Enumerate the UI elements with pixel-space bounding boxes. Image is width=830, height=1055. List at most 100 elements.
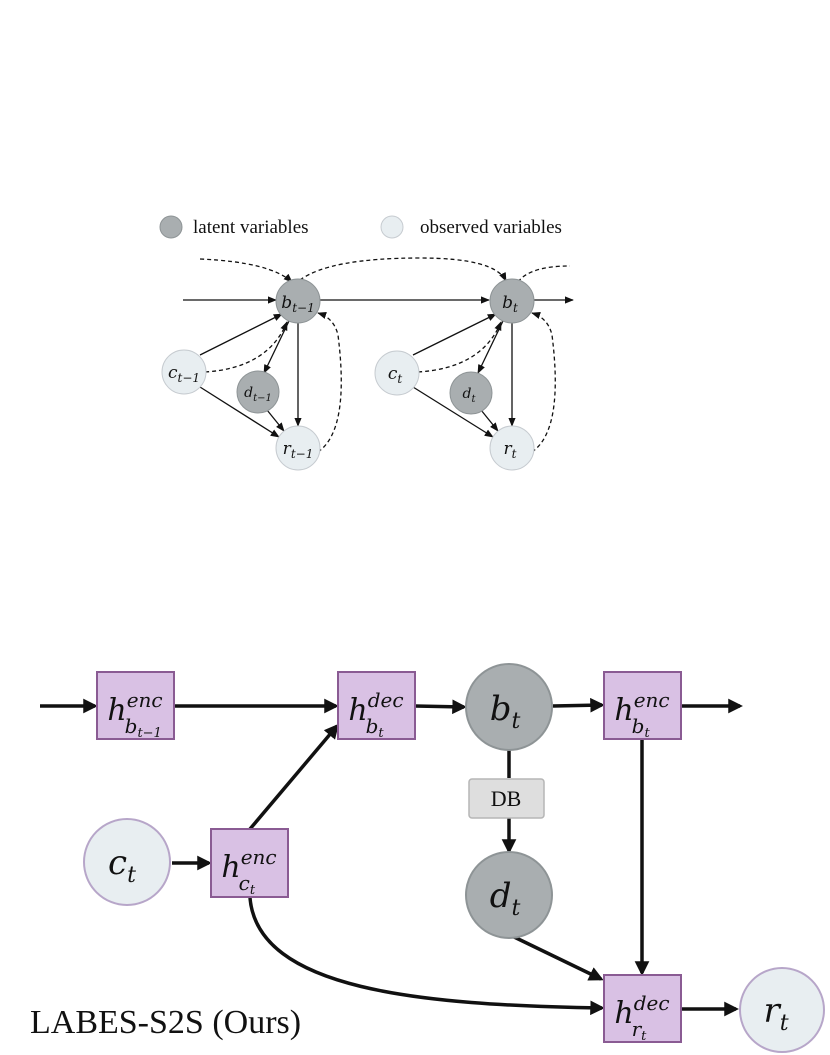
top-graph-step-curr: bt ct dt rt [374,278,535,471]
svg-text:bt: bt [490,689,521,734]
legend-observed-label: observed variables [420,217,562,238]
h-dec-r-subsub: t [641,1029,647,1044]
h-enc-b-sub: b [632,714,645,738]
label-r-prev-sub: t−1 [291,447,314,461]
label-b-curr-sub: t [513,301,518,315]
edge-bt-dt [477,320,504,374]
label-b-prev-sub: t−1 [292,301,315,315]
node-b-curr: bt [489,278,535,324]
edge-dashed-cprev-bprev [204,321,288,373]
h-enc-c-main: h [221,850,240,885]
label-r-curr-sub: t [512,447,517,461]
edge-cprev-rprev [199,386,280,438]
b-t-main: b [490,689,512,729]
svg-text:rt: rt [504,439,517,461]
edge-dashed-ct-bt [417,321,502,373]
node-d-curr: dt [449,371,493,415]
h-enc-c-sub: c [239,871,250,895]
edge-bprev-dprev [263,320,290,374]
legend-latent-label: latent variables [193,217,309,238]
figure-caption: LABES-S2S (Ours) [30,1004,301,1041]
d-t-main: d [490,876,512,916]
legend-latent-swatch [159,215,183,239]
svg-text:bt: bt [502,293,518,315]
h-enc-b-subsub: t [644,726,650,741]
edge-dprev-rprev [266,409,285,432]
h-dec-r-sup: dec [634,991,670,1015]
node-c-curr: ct [374,350,420,396]
label-r-curr-main: r [504,439,513,459]
edge-dashed-bprev-bt [299,257,507,282]
svg-text:dt: dt [463,386,477,405]
label-d-prev-sub: t−1 [253,393,272,404]
edge-hdec-b-bt [414,699,467,715]
label-c-curr-main: c [388,364,398,384]
db-label: DB [491,786,522,811]
h-dec-b-sup: dec [368,688,404,712]
edge-ct-bt [412,313,497,356]
node-r-prev: rt−1 [275,425,321,471]
h-enc-c-sup: enc [241,845,277,869]
node-b-t: bt [465,663,553,751]
bottom-graph-edges [40,697,743,1017]
edge-dashed-rprev-bprev [317,311,342,453]
node-c-prev: ct−1 [161,349,207,395]
node-c-t: ct [83,818,171,906]
edge-dt-rt [480,409,499,432]
top-graph-edges [183,257,574,453]
edge-dashed-in-bprev [199,258,293,283]
label-r-prev-main: r [283,439,292,459]
edge-cprev-bprev [199,313,283,356]
h-dec-r-main: h [614,996,633,1031]
h-enc-bprev-sup: enc [127,688,163,712]
svg-text:ct: ct [388,364,403,386]
h-enc-bprev-sub: b [125,714,138,738]
h-enc-bprev-main: h [107,693,126,728]
h-enc-b-main: h [614,693,633,728]
h-dec-b-sub: b [366,714,379,738]
node-r-t: rt [739,967,825,1053]
h-enc-c-subsub: t [250,883,256,898]
label-d-prev-main: d [244,385,253,401]
edge-dashed-rt-bt [531,311,556,453]
edge-henc-c-hdec-r [248,897,605,1016]
edge-dashed-bt-out [517,265,571,283]
edge-ct-rt [412,386,494,438]
c-t-main: c [108,843,127,883]
edge-henc-c-hdec-b [248,723,339,831]
h-enc-bprev-subsub: t−1 [137,726,161,741]
node-d-prev: dt−1 [236,370,280,414]
node-r-curr: rt [489,425,535,471]
label-b-curr-main: b [502,293,513,313]
label-b-prev-main: b [281,293,292,313]
node-b-prev: bt−1 [275,278,321,324]
svg-text:bt−1: bt−1 [281,293,314,315]
label-c-prev-sub: t−1 [178,371,201,385]
h-dec-r-sub: r [632,1017,643,1041]
legend-observed-swatch [380,215,404,239]
edge-dt-hdec-r [509,933,604,981]
b-t-sub: t [511,709,520,734]
legend: latent variables observed variables [159,215,562,239]
db-box: DB [468,778,545,819]
label-c-prev-main: c [168,363,178,383]
node-d-t: dt [465,851,553,939]
r-t-sub: t [780,1011,789,1036]
label-d-curr-sub: t [471,394,476,405]
c-t-sub: t [127,863,136,888]
svg-text:ct: ct [108,843,136,888]
label-d-curr-main: d [463,386,472,402]
svg-text:dt−1: dt−1 [244,385,272,404]
svg-text:rt: rt [763,991,788,1036]
top-graph-step-prev: bt−1 ct−1 dt−1 rt−1 [161,278,321,471]
